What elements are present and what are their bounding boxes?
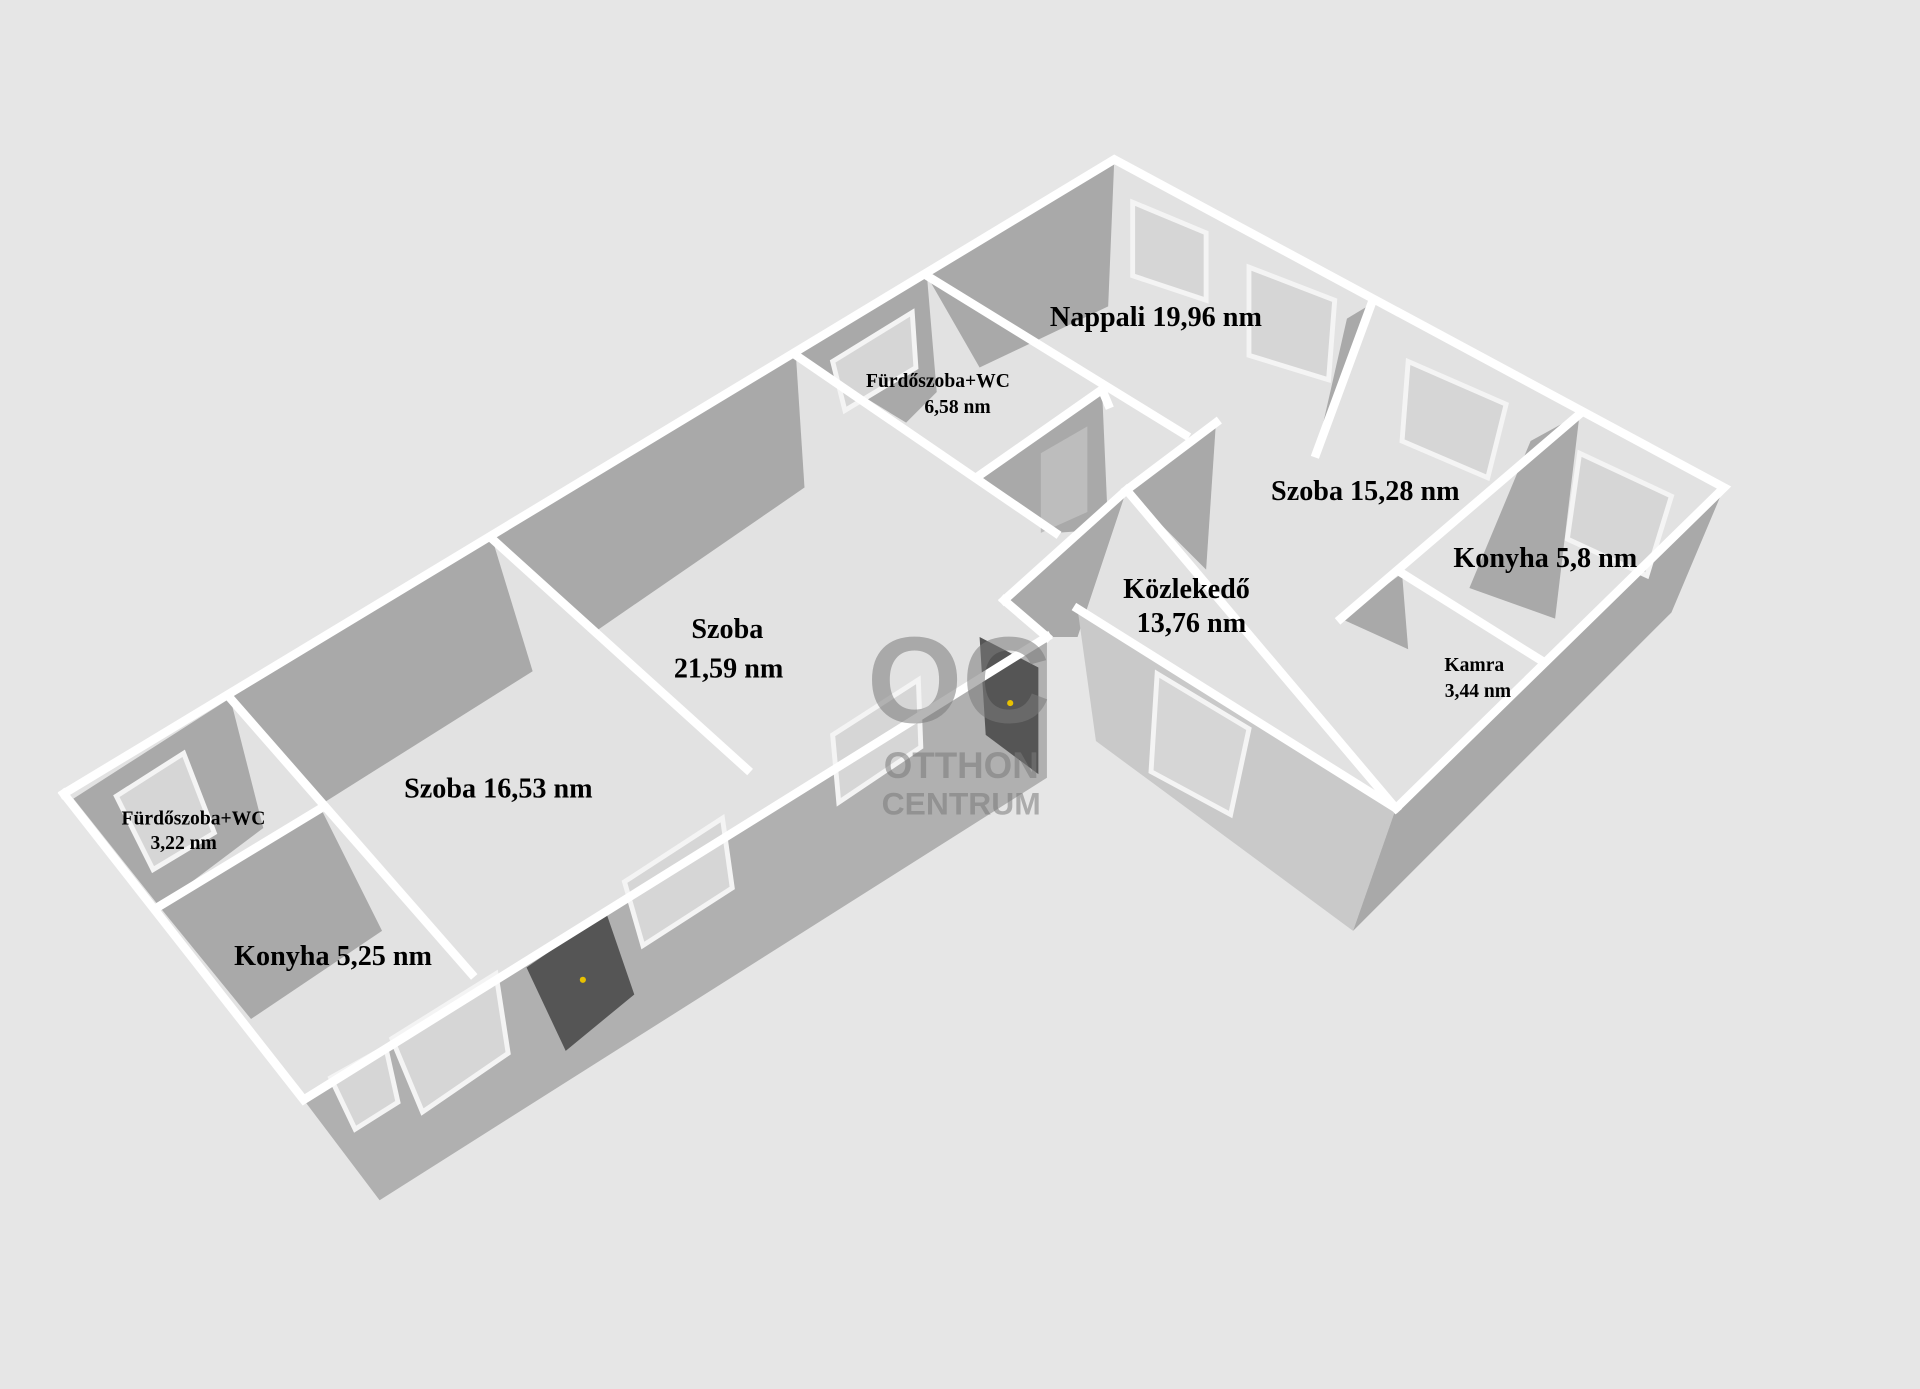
room-label-kamra: Kamra [1444,655,1504,676]
watermark-line1: OTTHON [884,745,1039,786]
interior-walls [153,269,1586,980]
room-label-konyha-58: Konyha 5,8 nm [1453,543,1637,574]
outer-wall [57,154,1732,1106]
room-label-kozlekedo-area: 13,76 nm [1137,608,1247,639]
room-label-szoba-15: Szoba 15,28 nm [1271,476,1460,507]
room-label-szoba-21: Szoba [691,614,763,645]
window [388,969,511,1116]
room-label-furdo-1: Fürdőszoba+WC [866,371,1010,392]
wall-face [492,355,805,631]
wall-face [926,159,1115,368]
room-label-furdo-1-area: 6,58 nm [924,397,990,418]
wall-face [230,538,533,803]
windows [113,198,1675,1133]
floor [63,159,1725,1100]
door-handle [579,976,586,983]
window [1564,449,1675,580]
wall-face [1004,490,1127,637]
watermark-logo: OC [867,612,1051,749]
wall-face [1126,422,1216,570]
front-wall-face [1353,487,1725,931]
window [829,308,919,415]
walls [57,154,1732,1106]
room-label-konyha-525: Konyha 5,25 nm [234,941,432,972]
room-labels: Nappali 19,96 nm Fürdőszoba+WC 6,58 nm S… [122,302,1638,972]
wall-face [159,808,383,1019]
window [113,749,218,874]
wall-face [1469,414,1580,619]
room-label-kozlekedo: Közlekedő [1123,574,1250,605]
wall-face [1340,573,1409,650]
otthon-centrum-logo: OC OTTHON CENTRUM [867,612,1051,822]
room-label-furdo-2-area: 3,22 nm [150,833,216,854]
room-label-kamra-area: 3,44 nm [1445,681,1511,702]
window [1399,357,1510,482]
window [1148,669,1252,819]
room-label-szoba-21-area: 21,59 nm [674,653,784,684]
window [1130,198,1209,304]
room-label-nappali: Nappali 19,96 nm [1050,302,1262,333]
window [1246,263,1338,384]
room-label-szoba-16: Szoba 16,53 nm [404,773,593,804]
door [1040,426,1088,533]
door-handle [1007,700,1014,707]
room-label-furdo-2: Fürdőszoba+WC [122,808,266,829]
watermark-line2: CENTRUM [882,786,1041,822]
